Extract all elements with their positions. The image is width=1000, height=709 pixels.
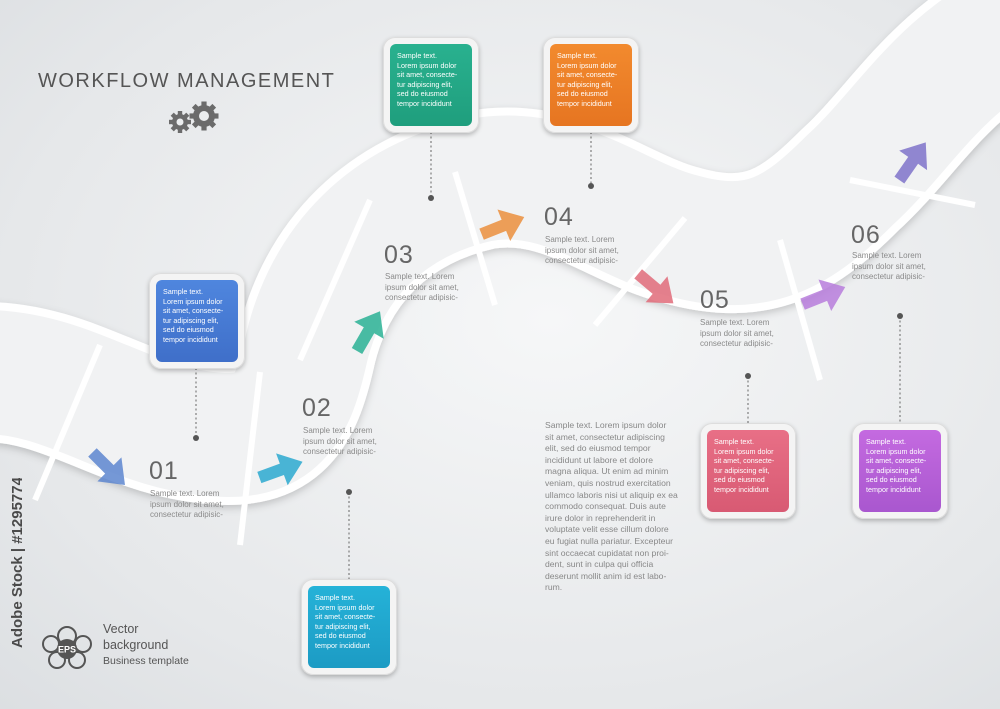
footer-line-2: background (103, 638, 169, 652)
step-number-01: 01 (149, 457, 179, 485)
step-arrow-3 (351, 311, 384, 355)
step-number-02: 02 (302, 394, 332, 422)
connector-dots (193, 183, 903, 495)
stock-id-text: Adobe Stock | #129577401 (9, 478, 26, 648)
step-arrow-1 (88, 448, 125, 485)
step-number-05: 05 (700, 286, 730, 314)
eps-badge-label: EPS (58, 645, 76, 655)
step-arrow-2 (257, 453, 303, 486)
step-arrow-6 (800, 279, 846, 312)
connector-lines (195, 132, 901, 580)
step-number-04: 04 (544, 203, 574, 231)
step-arrows (88, 142, 928, 486)
step-arrow-4 (479, 209, 525, 242)
step-arrow-5 (634, 269, 674, 304)
step-number-06: 06 (851, 221, 881, 249)
page-title: WORKFLOW MANAGEMENT (38, 70, 336, 92)
step-number-03: 03 (384, 241, 414, 269)
step-arrow-7 (894, 142, 928, 184)
stock-id-watermark: Adobe Stock | #129577401 (9, 478, 26, 648)
segment-dividers (32, 171, 976, 546)
footer-line-3: Business template (103, 655, 189, 667)
gears-icon (169, 101, 219, 133)
eps-badge-icon: EPS (42, 626, 92, 669)
footer-line-1: Vector (103, 622, 139, 636)
footer-caption: Vector background Business template (103, 621, 189, 669)
